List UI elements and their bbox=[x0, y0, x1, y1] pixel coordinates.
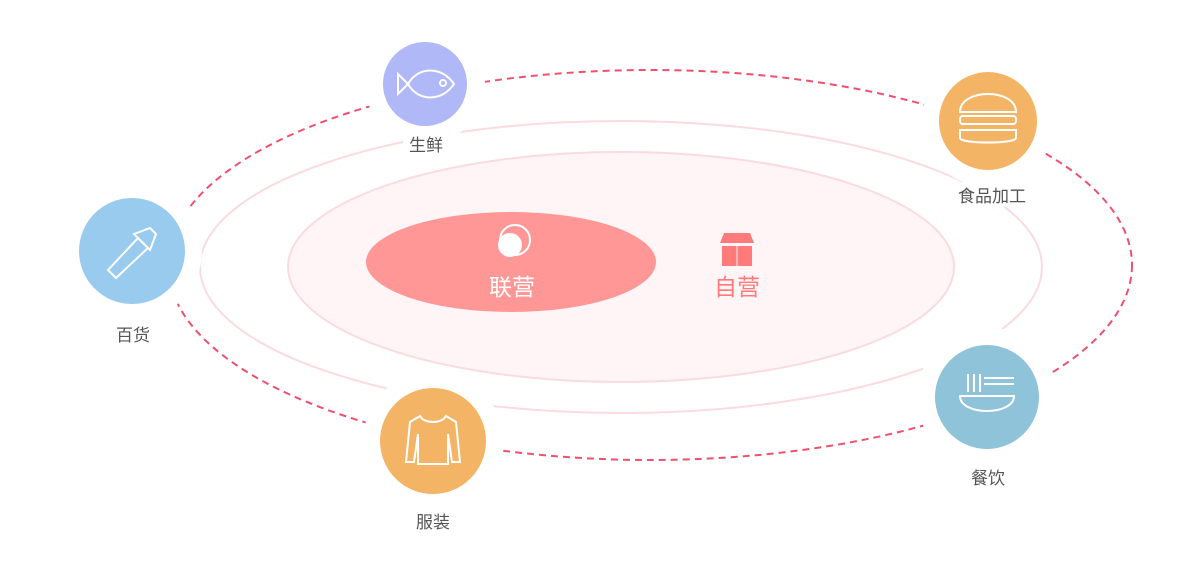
category-node-catering[interactable] bbox=[917, 327, 1057, 467]
sweater-icon bbox=[404, 414, 462, 465]
category-label-fresh: 生鲜 bbox=[403, 131, 449, 156]
category-node-food-processing[interactable] bbox=[922, 55, 1054, 187]
joint-operation-label: 联营 bbox=[489, 275, 535, 301]
store-icon bbox=[720, 233, 754, 266]
burger-icon bbox=[958, 93, 1018, 144]
category-node-fresh[interactable] bbox=[365, 24, 485, 144]
category-node-apparel[interactable] bbox=[363, 371, 503, 511]
joint-ellipse bbox=[366, 212, 656, 312]
outer-dashed-orbit bbox=[167, 69, 1133, 461]
flashlight-icon bbox=[106, 226, 158, 280]
noodle-bowl-icon bbox=[958, 374, 1016, 412]
category-label-catering: 餐饮 bbox=[965, 464, 1011, 489]
category-label-apparel: 服装 bbox=[410, 508, 456, 533]
category-node-general-merchandise[interactable] bbox=[62, 181, 202, 321]
self-operation-label: 自营 bbox=[714, 275, 760, 301]
category-label-general-merchandise: 百货 bbox=[110, 321, 156, 346]
overlap-circles-icon bbox=[498, 224, 531, 257]
category-label-food-processing: 食品加工 bbox=[952, 182, 1032, 207]
fish-icon bbox=[397, 69, 456, 99]
